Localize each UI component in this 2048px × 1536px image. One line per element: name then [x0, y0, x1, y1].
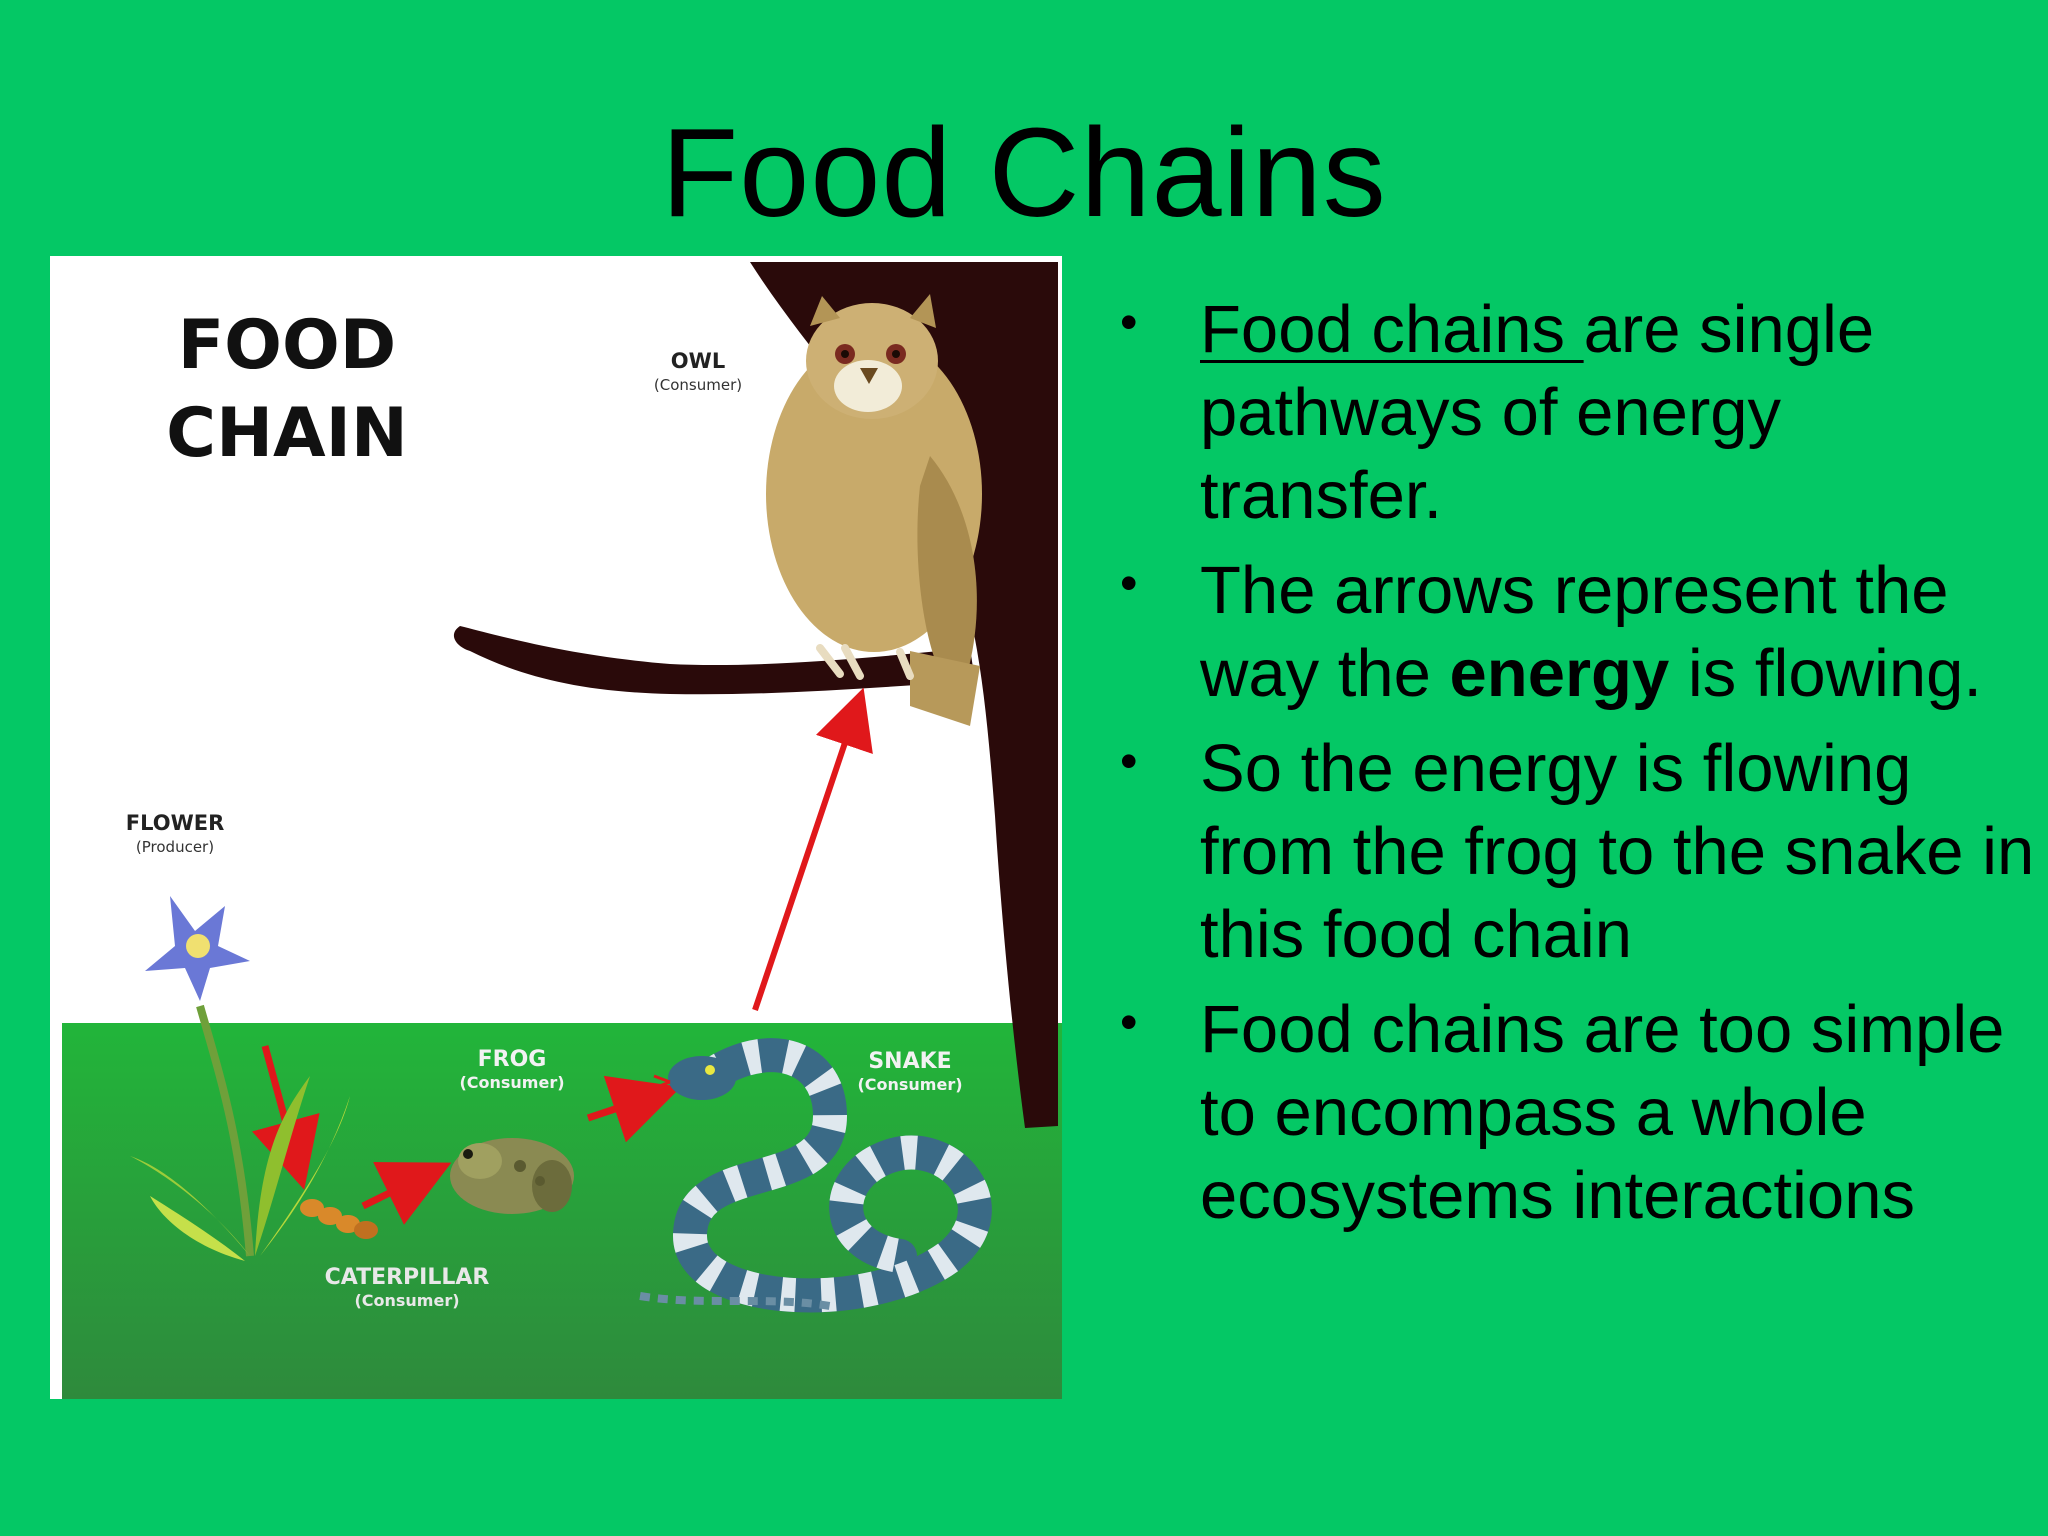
bullet-marker: • — [1120, 294, 1138, 350]
flower-role: (Producer) — [136, 838, 214, 856]
snake-role: (Consumer) — [857, 1075, 962, 1094]
flower-label: FLOWER — [126, 811, 225, 835]
bullet-marker: • — [1120, 994, 1138, 1050]
snake-label: SNAKE — [868, 1049, 951, 1074]
bullet-list: • Food chains are single pathways of ene… — [1120, 288, 2040, 1249]
figure-heading-line2: CHAIN — [166, 394, 408, 473]
tree-branch-icon — [453, 626, 975, 695]
caterpillar-role: (Consumer) — [354, 1291, 459, 1310]
bullet-marker: • — [1120, 733, 1138, 789]
bullet-bold-term: energy — [1449, 636, 1670, 711]
bullet-item: • The arrows represent the way the energ… — [1120, 549, 2040, 715]
caterpillar-label: CATERPILLAR — [325, 1265, 490, 1290]
bullet-item: • So the energy is flowing from the frog… — [1120, 727, 2040, 976]
food-chain-figure: FOOD CHAIN OWL (Consumer) FLOWER (Produc… — [50, 256, 1062, 1399]
arrow-frog-to-snake — [586, 1075, 682, 1143]
bullet-text: are single pathways of energy transfer. — [1200, 292, 1875, 533]
frog-icon — [450, 1138, 574, 1214]
frog-label: FROG — [478, 1047, 547, 1072]
arrow-caterpillar-to-frog — [361, 1162, 452, 1225]
frog-role: (Consumer) — [459, 1073, 564, 1092]
bullet-text: is flowing. — [1669, 636, 1983, 711]
slide-title: Food Chains — [661, 102, 1387, 243]
snake-icon — [639, 1038, 992, 1313]
caterpillar-icon — [300, 1199, 378, 1239]
bullet-text: So the energy is flowing from the frog t… — [1200, 731, 2035, 972]
figure-heading-line1: FOOD — [178, 306, 397, 385]
flower-icon — [130, 896, 350, 1261]
bullet-text: The arrows represent the way the — [1200, 553, 1949, 711]
owl-label: OWL — [671, 349, 725, 373]
owl-icon — [766, 294, 982, 726]
grass-ground — [62, 1023, 1062, 1399]
bullet-item: • Food chains are too simple to encompas… — [1120, 988, 2040, 1237]
bullet-item: • Food chains are single pathways of ene… — [1120, 288, 2040, 537]
bullet-text: Food chains are too simple to encompass … — [1200, 992, 2005, 1233]
owl-role: (Consumer) — [654, 376, 742, 394]
arrow-snake-to-owl — [752, 687, 873, 1011]
bullet-marker: • — [1120, 555, 1138, 611]
bullet-underlined-term: Food chains — [1200, 292, 1584, 367]
